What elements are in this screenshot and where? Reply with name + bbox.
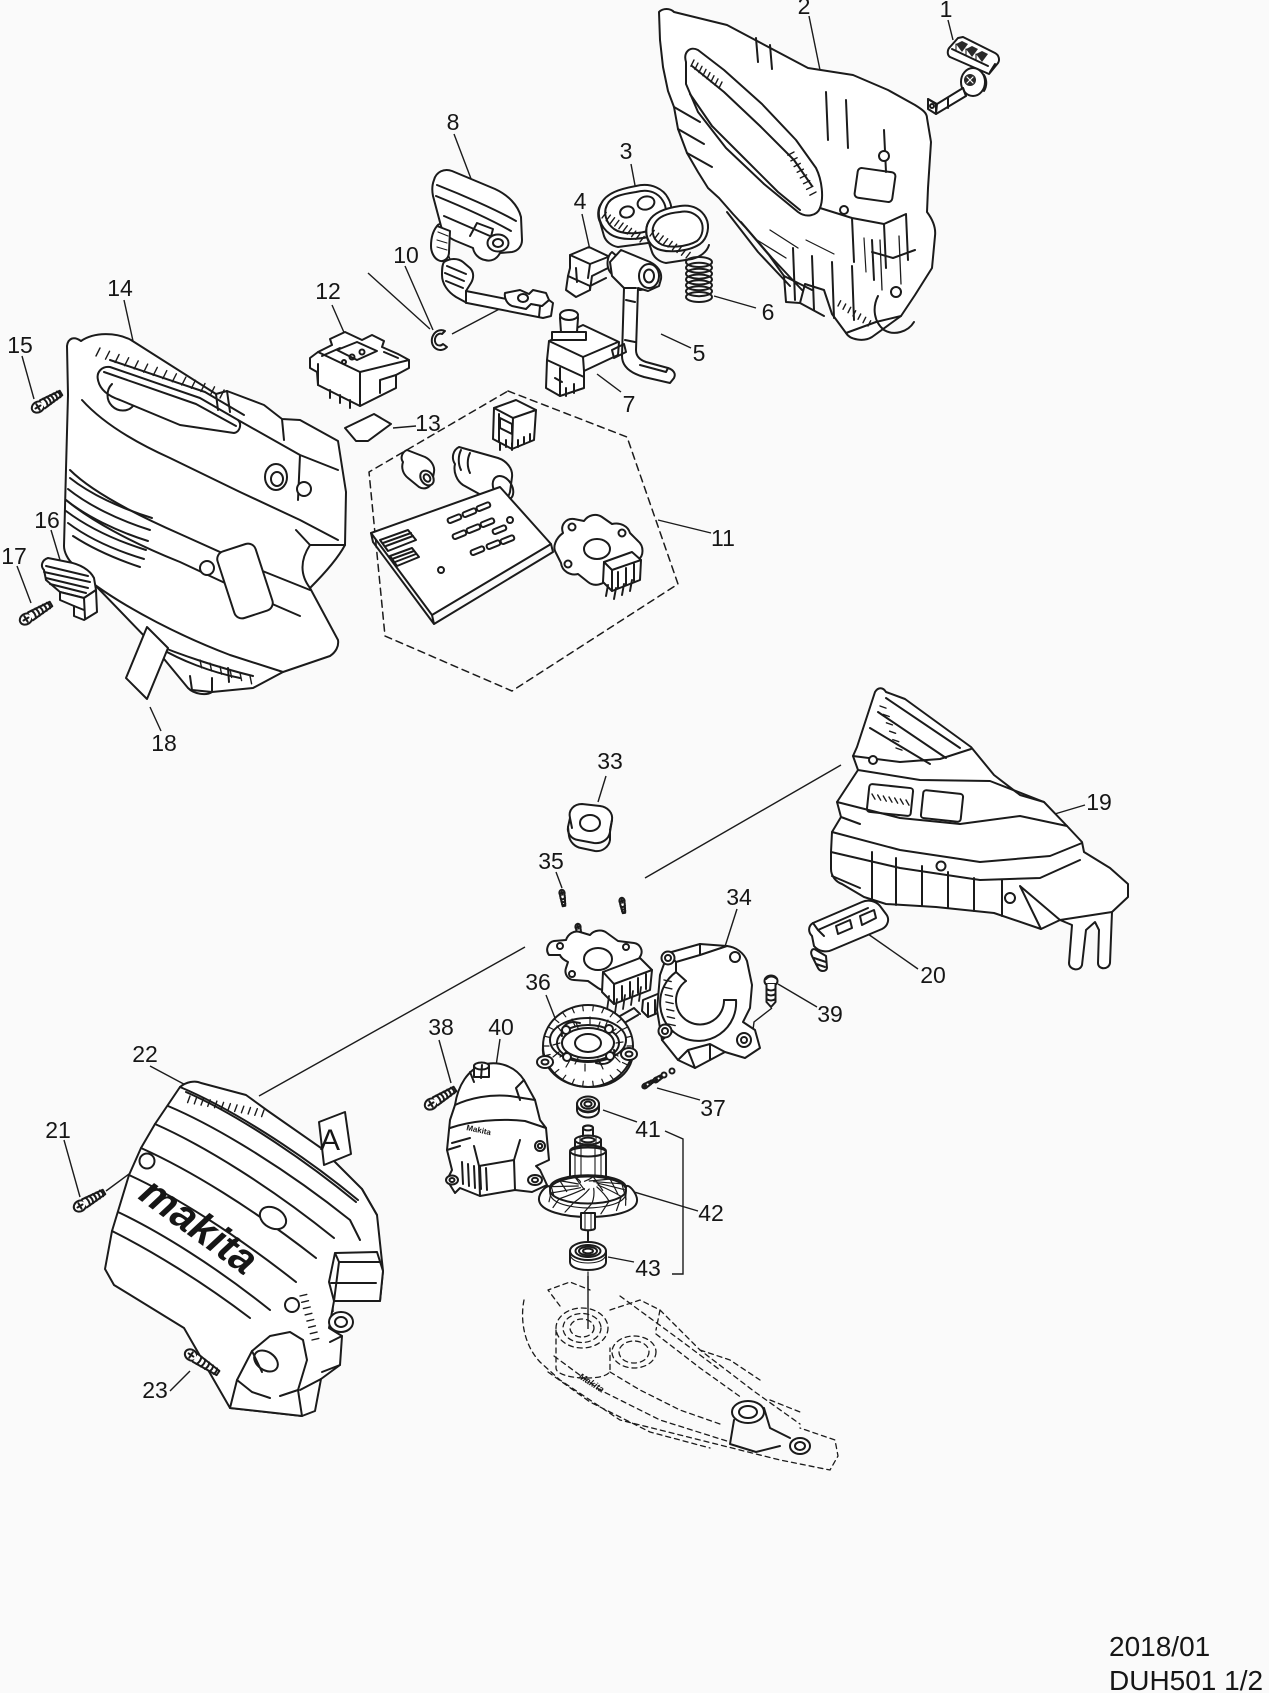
svg-text:DUH501 1/2: DUH501 1/2	[1109, 1665, 1263, 1693]
svg-text:19: 19	[1086, 789, 1112, 815]
svg-text:4: 4	[574, 188, 587, 214]
svg-text:18: 18	[151, 730, 177, 756]
svg-text:12: 12	[315, 278, 341, 304]
svg-text:2018/01: 2018/01	[1109, 1631, 1210, 1662]
svg-text:10: 10	[393, 242, 419, 268]
svg-text:41: 41	[635, 1116, 661, 1142]
svg-text:33: 33	[597, 748, 623, 774]
svg-text:36: 36	[525, 969, 551, 995]
svg-text:35: 35	[538, 848, 564, 874]
svg-text:40: 40	[488, 1014, 514, 1040]
svg-text:3: 3	[620, 138, 633, 164]
svg-text:5: 5	[693, 340, 706, 366]
svg-text:1: 1	[940, 0, 953, 22]
svg-text:2: 2	[798, 0, 811, 19]
svg-text:42: 42	[698, 1200, 724, 1226]
svg-text:23: 23	[142, 1377, 168, 1403]
svg-text:39: 39	[817, 1001, 843, 1027]
svg-text:A: A	[320, 1124, 340, 1157]
svg-text:15: 15	[7, 332, 33, 358]
svg-text:43: 43	[635, 1255, 661, 1281]
svg-text:34: 34	[726, 884, 752, 910]
svg-text:20: 20	[920, 962, 946, 988]
svg-text:22: 22	[132, 1041, 158, 1067]
svg-text:8: 8	[447, 109, 460, 135]
svg-text:38: 38	[428, 1014, 454, 1040]
svg-text:13: 13	[415, 410, 441, 436]
svg-text:16: 16	[34, 507, 60, 533]
svg-text:7: 7	[623, 391, 636, 417]
svg-text:14: 14	[107, 275, 133, 301]
svg-text:17: 17	[1, 543, 27, 569]
svg-text:6: 6	[762, 299, 775, 325]
svg-text:21: 21	[45, 1117, 71, 1143]
svg-text:37: 37	[700, 1095, 726, 1121]
svg-text:11: 11	[711, 525, 735, 551]
